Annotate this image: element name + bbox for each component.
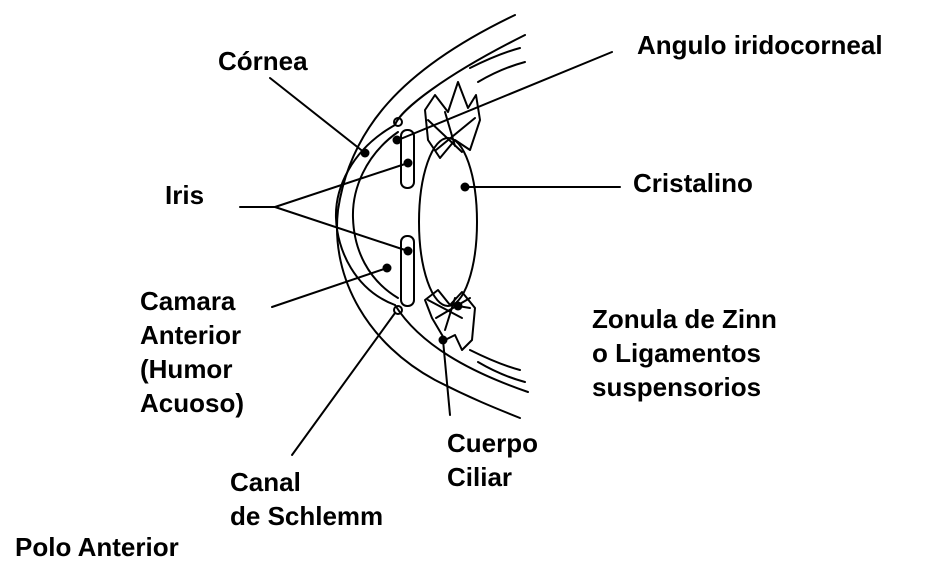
label-camara-anterior: Camara Anterior (Humor Acuoso) xyxy=(140,286,244,418)
point-zonula xyxy=(453,301,463,311)
sclera-outer-line xyxy=(336,14,521,419)
schlemm-canal-lower xyxy=(393,305,403,315)
point-cristalino xyxy=(460,182,470,192)
zonule-fiber xyxy=(444,111,456,147)
leader-iris-down xyxy=(274,206,409,252)
choroid-upper-line-2 xyxy=(477,61,526,83)
point-angulo xyxy=(392,135,402,145)
zonule-fiber xyxy=(427,299,463,319)
cornea-inner-line xyxy=(351,131,399,299)
iris-upper xyxy=(400,129,415,189)
leader-canal xyxy=(291,312,396,456)
choroid-lower-line-2 xyxy=(469,349,521,371)
label-zonula-de-zinn: Zonula de Zinn o Ligamentos suspensorios xyxy=(592,304,777,402)
point-iris-lower xyxy=(403,246,413,256)
leader-angulo xyxy=(397,51,613,141)
leader-cornea xyxy=(269,77,366,154)
ciliary-body-lower xyxy=(424,289,476,351)
leader-iris-up xyxy=(274,162,409,208)
zonule-fiber xyxy=(444,297,456,331)
sclera-inner-lower-line xyxy=(394,304,529,393)
choroid-upper-line xyxy=(469,47,521,69)
label-iris: Iris xyxy=(165,180,205,210)
leader-cuerpo xyxy=(442,339,451,416)
label-angulo-iridocorneal: Angulo iridocorneal xyxy=(637,30,883,60)
label-cuerpo-ciliar: Cuerpo Ciliar xyxy=(447,428,538,492)
point-camara xyxy=(382,263,392,273)
iris-lower xyxy=(400,235,415,307)
sclera-inner-line xyxy=(394,34,526,126)
lens-outline xyxy=(418,137,478,307)
choroid-lower-line xyxy=(477,361,526,383)
label-canal-de-schlemm: Canal de Schlemm xyxy=(230,467,384,531)
schlemm-canal-upper xyxy=(393,117,403,127)
point-cuerpo xyxy=(438,335,448,345)
label-cornea: Córnea xyxy=(218,46,308,76)
point-cornea xyxy=(360,148,370,158)
label-polo-anterior: Polo Anterior xyxy=(15,532,179,562)
zonule-fiber xyxy=(435,117,476,151)
zonule-fiber xyxy=(435,297,471,319)
point-iris-upper xyxy=(403,158,413,168)
leader-camara xyxy=(271,267,388,308)
label-cristalino: Cristalino xyxy=(633,168,753,198)
